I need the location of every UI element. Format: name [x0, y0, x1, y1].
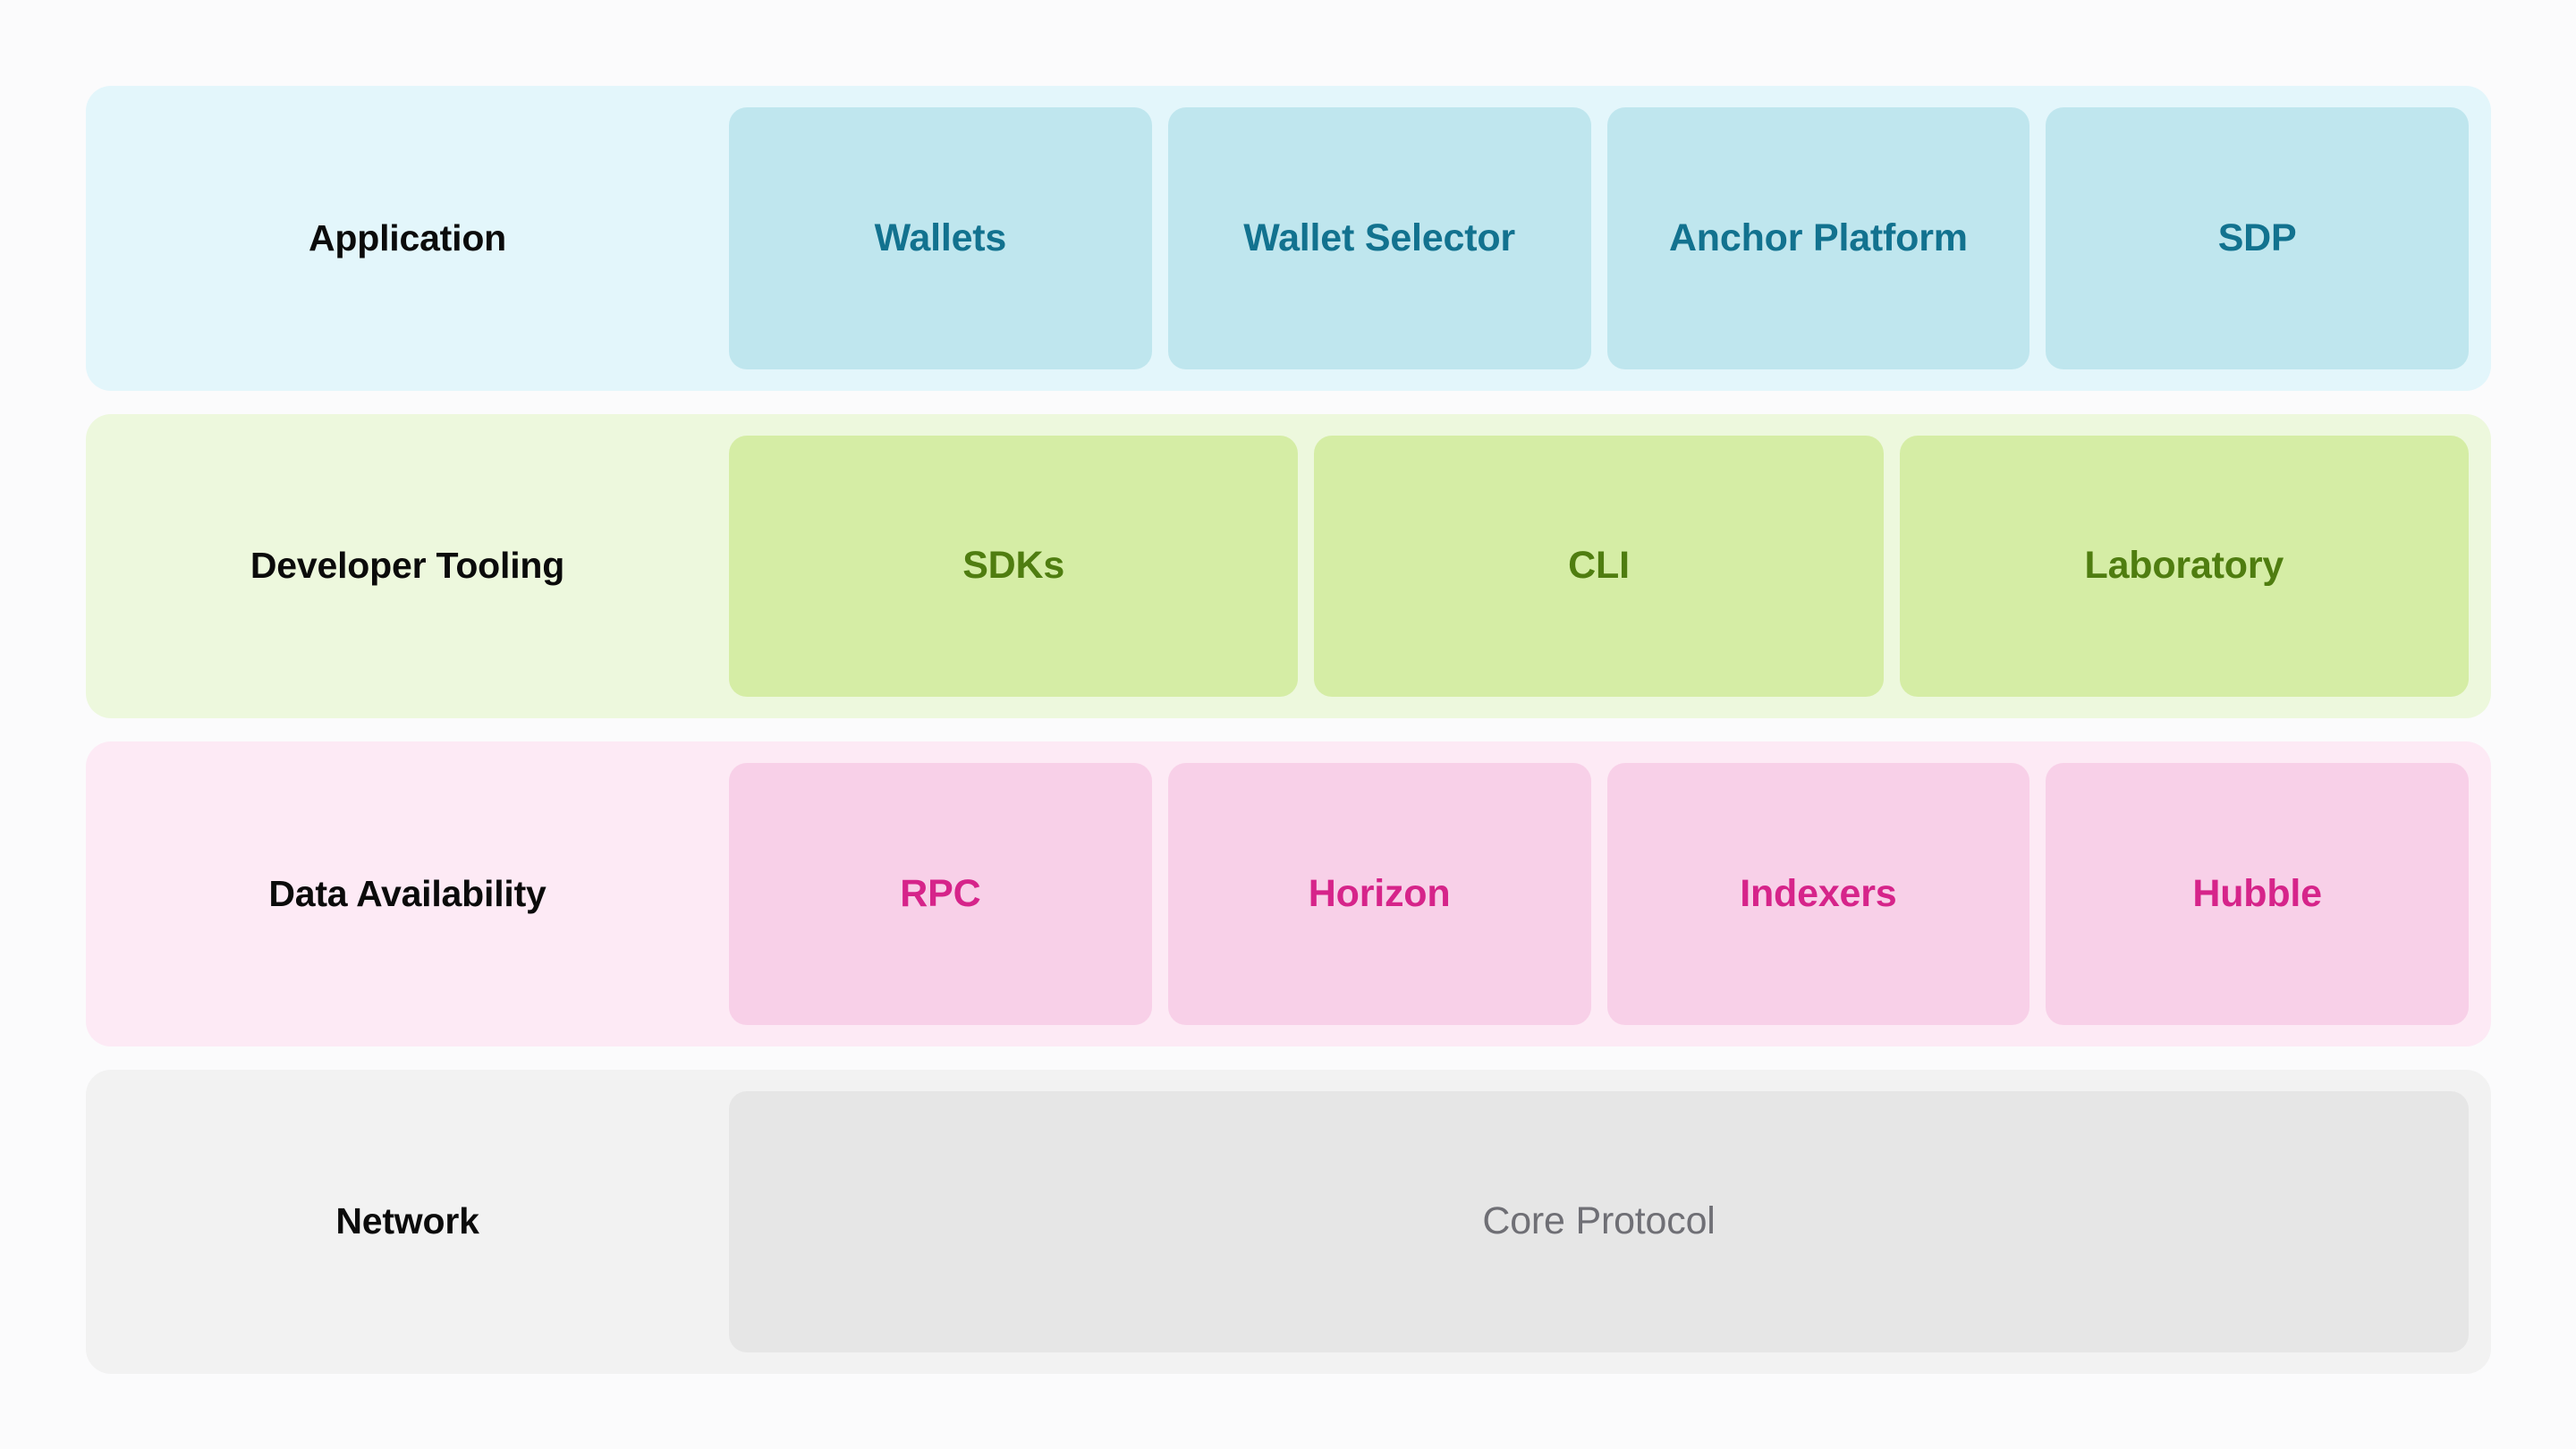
- component-label-sdp: SDP: [2217, 216, 2297, 259]
- component-tile-rpc[interactable]: RPC: [729, 763, 1152, 1025]
- component-label-rpc: RPC: [900, 871, 981, 915]
- component-tile-sdp[interactable]: SDP: [2046, 107, 2469, 369]
- component-label-hubble: Hubble: [2192, 871, 2322, 915]
- component-tile-indexers[interactable]: Indexers: [1606, 763, 2030, 1025]
- layer-tiles-data-availability: RPC Horizon Indexers Hubble: [729, 763, 2469, 1025]
- component-label-wallets: Wallets: [874, 216, 1007, 259]
- layer-label-cell-data-availability: Data Availability: [86, 763, 729, 1025]
- component-label-core-protocol: Core Protocol: [1482, 1199, 1716, 1243]
- component-label-horizon: Horizon: [1308, 871, 1451, 915]
- component-label-anchor-platform: Anchor Platform: [1668, 216, 1968, 259]
- layer-label-developer-tooling: Developer Tooling: [250, 545, 565, 587]
- layer-row-network: Network Core Protocol: [86, 1069, 2491, 1374]
- layer-stack-diagram: Application Wallets Wallet Selector Anch…: [86, 86, 2491, 1374]
- component-tile-wallet-selector[interactable]: Wallet Selector: [1167, 107, 1591, 369]
- component-tile-hubble[interactable]: Hubble: [2046, 763, 2469, 1025]
- layer-label-application: Application: [308, 216, 507, 258]
- component-label-sdks: SDKs: [962, 544, 1065, 588]
- layer-tiles-network: Core Protocol: [729, 1090, 2469, 1352]
- layer-row-data-availability: Data Availability RPC Horizon Indexers H…: [86, 741, 2491, 1046]
- component-tile-anchor-platform[interactable]: Anchor Platform: [1606, 107, 2030, 369]
- component-label-indexers: Indexers: [1740, 871, 1897, 915]
- layer-label-network: Network: [335, 1200, 479, 1242]
- component-label-cli: CLI: [1568, 544, 1630, 588]
- layer-row-developer-tooling: Developer Tooling SDKs CLI Laboratory: [86, 413, 2491, 718]
- component-tile-horizon[interactable]: Horizon: [1167, 763, 1591, 1025]
- component-label-laboratory: Laboratory: [2084, 544, 2284, 588]
- layer-tiles-application: Wallets Wallet Selector Anchor Platform …: [729, 107, 2469, 369]
- layer-row-application: Application Wallets Wallet Selector Anch…: [86, 86, 2491, 391]
- component-label-wallet-selector: Wallet Selector: [1243, 216, 1515, 259]
- layer-label-cell-network: Network: [86, 1091, 729, 1353]
- component-tile-sdks[interactable]: SDKs: [729, 435, 1299, 697]
- layer-label-cell-developer-tooling: Developer Tooling: [86, 436, 729, 698]
- component-tile-cli[interactable]: CLI: [1314, 435, 1884, 697]
- component-tile-core-protocol[interactable]: Core Protocol: [729, 1090, 2469, 1352]
- layer-label-cell-application: Application: [86, 107, 729, 369]
- layer-tiles-developer-tooling: SDKs CLI Laboratory: [729, 435, 2469, 697]
- layer-label-data-availability: Data Availability: [268, 872, 547, 914]
- component-tile-laboratory[interactable]: Laboratory: [1899, 435, 2469, 697]
- component-tile-wallets[interactable]: Wallets: [729, 107, 1152, 369]
